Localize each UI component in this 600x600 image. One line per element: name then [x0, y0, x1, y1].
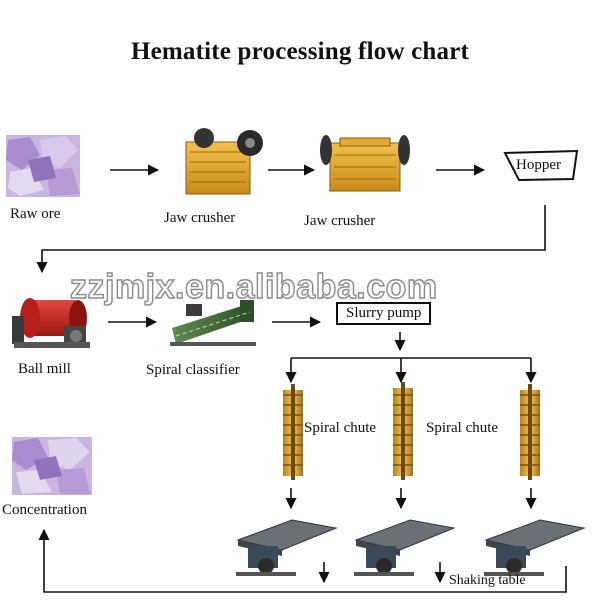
- shaking-table-3-image: [484, 519, 586, 576]
- label-concentration: Concentration: [2, 502, 87, 518]
- ball-mill-image: [12, 298, 90, 348]
- spiral-chute-1-image: [283, 384, 303, 480]
- label-hopper: Hopper: [516, 157, 561, 173]
- label-ball-mill: Ball mill: [18, 361, 71, 377]
- hopper-shape: [503, 149, 579, 182]
- label-raw-ore: Raw ore: [10, 206, 61, 222]
- jaw-crusher-2-image: [320, 135, 410, 192]
- watermark: zzjmjx.en.alibaba.com: [69, 267, 438, 306]
- concentration-image: [12, 437, 92, 495]
- arrow-hopper-to-ballmill: [36, 205, 546, 274]
- label-slurry-pump: Slurry pump: [336, 302, 432, 325]
- arrow-tables-to-concentration: [38, 528, 567, 593]
- label-jaw-crusher-1: Jaw crusher: [164, 210, 236, 226]
- jaw-crusher-1-image: [185, 128, 263, 195]
- label-jaw-crusher-2: Jaw crusher: [304, 213, 376, 229]
- label-spiral-chute-2: Spiral chute: [426, 420, 499, 437]
- label-shaking-table: Shaking table: [449, 573, 526, 588]
- shaking-table-1-image: [236, 519, 338, 576]
- spiral-chute-3-image: [520, 384, 540, 480]
- spiral-classifier-image: [170, 300, 256, 346]
- label-spiral-chute-1: Spiral chute: [304, 420, 377, 437]
- shaking-table-2-image: [354, 519, 456, 576]
- raw-ore-image: [6, 135, 80, 197]
- label-spiral-classifier: Spiral classifier: [146, 362, 240, 378]
- spiral-chute-2-image: [393, 382, 413, 480]
- page-title: Hematite processing flow chart: [130, 38, 470, 65]
